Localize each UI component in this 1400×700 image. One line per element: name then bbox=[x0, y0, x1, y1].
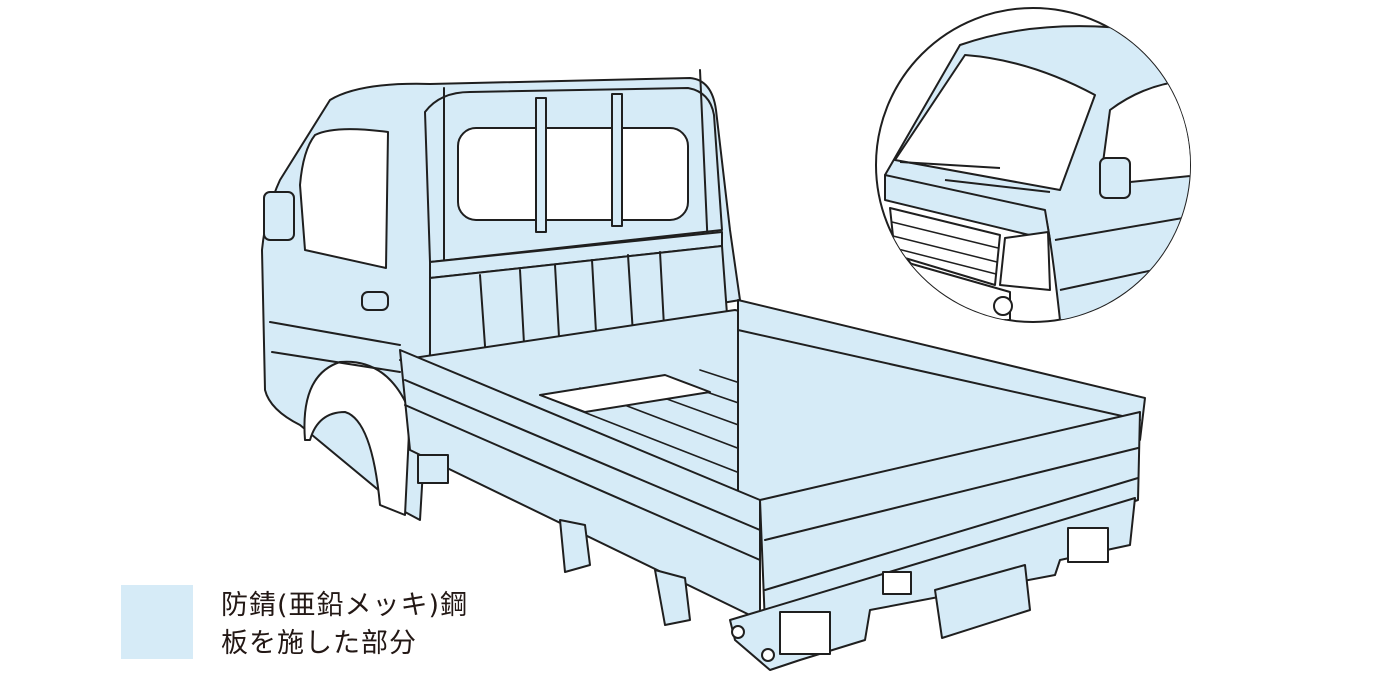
inset-closeup bbox=[875, 7, 1191, 323]
rear-underbody bbox=[729, 497, 1136, 671]
rear-window bbox=[457, 127, 689, 221]
rear-light-left bbox=[779, 611, 831, 655]
cab-side-window bbox=[299, 128, 389, 269]
legend: 防錆(亜鉛メッキ)鋼 板を施した部分 bbox=[121, 585, 468, 663]
rear-light-right bbox=[1067, 527, 1109, 563]
truck-illustration bbox=[261, 69, 1146, 671]
legend-swatch bbox=[121, 585, 193, 659]
legend-line-1: 防錆(亜鉛メッキ)鋼 bbox=[221, 590, 469, 621]
door-handle bbox=[361, 291, 389, 311]
legend-line-2: 板を施した部分 bbox=[221, 628, 417, 659]
mud-flap bbox=[934, 564, 1031, 639]
floor-hatch bbox=[539, 374, 711, 413]
tailgate bbox=[759, 411, 1141, 626]
side-mirror bbox=[263, 191, 295, 241]
inset-windshield bbox=[894, 54, 1096, 191]
inset-headlight bbox=[999, 231, 1051, 291]
front-wheel-arch bbox=[303, 360, 411, 516]
legend-label: 防錆(亜鉛メッキ)鋼 板を施した部分 bbox=[221, 587, 468, 663]
